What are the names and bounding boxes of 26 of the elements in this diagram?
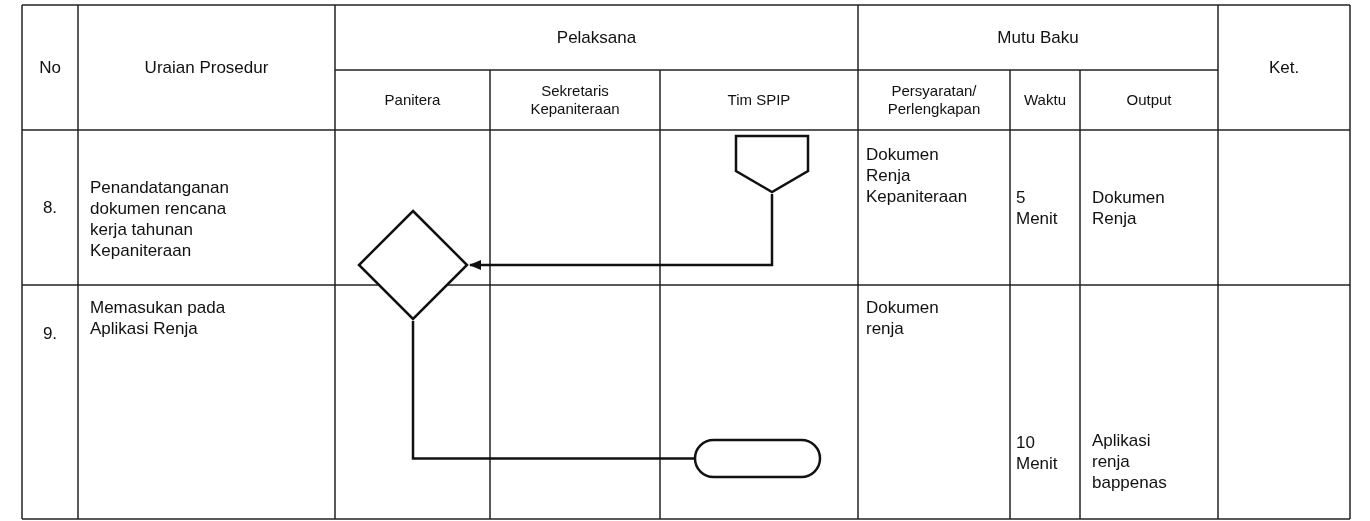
- column-header: Pelaksana: [556, 27, 637, 48]
- decision-diamond: [358, 210, 468, 320]
- terminator-shape: [694, 439, 821, 478]
- connector-line: [411, 321, 694, 460]
- column-header: Waktu: [1024, 91, 1066, 109]
- column-header: Tim SPIP: [727, 91, 791, 109]
- output-text: Aplikasi renja bappenas: [1092, 430, 1168, 493]
- duration-text: 10 Menit: [1016, 432, 1059, 474]
- requirement-text: Dokumen Renja Kepaniteraan: [866, 144, 969, 207]
- column-header: Ket.: [1268, 57, 1300, 78]
- column-header: Sekretaris Kepaniteraan: [529, 82, 621, 118]
- column-header: Output: [1126, 91, 1172, 109]
- column-header: Persyaratan/ Perlengkapan: [886, 82, 982, 118]
- column-header: Mutu Baku: [997, 27, 1079, 48]
- procedure-text: Penandatanganan dokumen rencana kerja tahunan Kepaniteraan: [90, 176, 230, 261]
- requirement-text: Dokumen renja: [866, 297, 940, 339]
- column-header: Uraian Prosedur: [144, 57, 269, 78]
- row-number: 9.: [42, 323, 58, 344]
- arrow: [469, 194, 774, 270]
- column-header: No: [39, 57, 61, 78]
- duration-text: 5 Menit: [1016, 186, 1059, 229]
- row-number: 8.: [42, 197, 58, 218]
- column-header: Panitera: [384, 91, 441, 109]
- output-text: Dokumen Renja: [1092, 186, 1166, 229]
- off-page-connector: [735, 135, 809, 193]
- procedure-text: Memasukan pada Aplikasi Renja: [90, 297, 227, 339]
